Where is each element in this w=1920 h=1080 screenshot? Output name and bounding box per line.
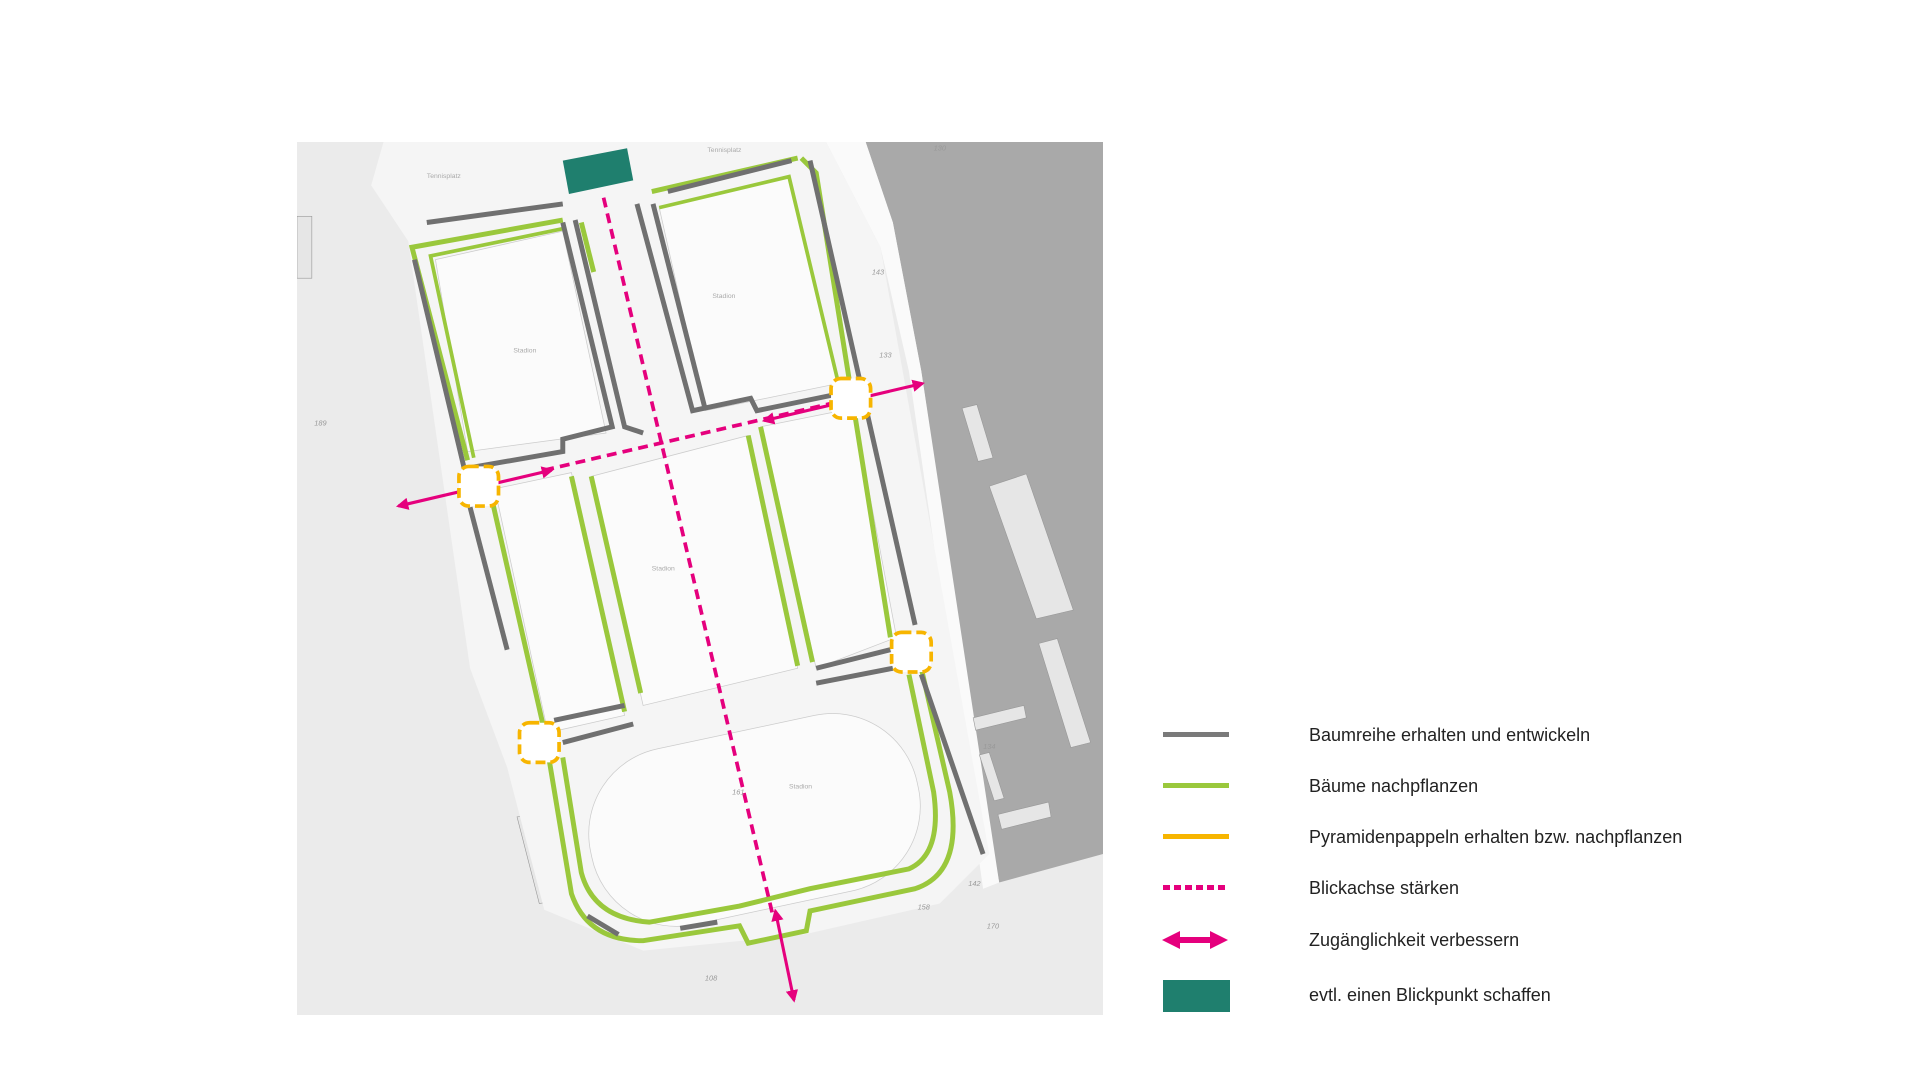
map-label-stadion: Stadion [789, 783, 812, 790]
parcel-number: 143 [872, 267, 885, 276]
teal-rectangle-icon [1163, 980, 1230, 1012]
focal-point-marker [562, 148, 634, 195]
legend-label: Bäume nachpflanzen [1309, 775, 1479, 796]
parcel-number: 108 [705, 973, 718, 982]
green-line-icon [1163, 783, 1229, 788]
green-field-lines [569, 221, 815, 713]
legend-item-tree-row: Baumreihe erhalten und entwickeln [1160, 720, 1590, 750]
map-label-tennis: Tennisplatz [707, 147, 742, 154]
legend-item-replant: Bäume nachpflanzen [1160, 771, 1478, 801]
parcel-number: 133 [879, 350, 892, 359]
legend-label: Pyramidenpappeln erhalten bzw. nachpflan… [1309, 826, 1683, 847]
access-arrow-south [771, 908, 798, 1003]
green-inner-top-right [658, 174, 841, 384]
parcel-number: 142 [968, 879, 981, 888]
poplar-markers [457, 376, 934, 765]
legend-label: Blickachse stärken [1309, 877, 1460, 898]
gray-line-icon [1163, 732, 1229, 737]
green-outline-top-left [408, 217, 564, 461]
legend-item-poplars: Pyramidenpappeln erhalten bzw. nachpflan… [1160, 822, 1682, 852]
parcel-number: 134 [983, 742, 995, 751]
green-inner-top-left [428, 226, 564, 459]
green-east-edge [799, 156, 893, 638]
dark-area [865, 142, 1103, 883]
legend-item-view-axis: Blickachse stärken [1160, 873, 1459, 903]
green-outer-track [489, 500, 956, 946]
map-label-stadion: Stadion [652, 565, 675, 572]
green-inner-track [560, 673, 938, 925]
parcel-number: 170 [987, 921, 1000, 930]
magenta-dashed-line-icon [1163, 885, 1229, 890]
parcel-number: 158 [918, 903, 931, 912]
yellow-line-icon [1163, 834, 1229, 839]
map-label-tennis: Tennisplatz [427, 173, 462, 180]
parcel-number: 130 [934, 144, 947, 153]
legend-label: Baumreihe erhalten und entwickeln [1309, 724, 1591, 745]
parcel-number: 161 [732, 788, 744, 797]
legend-label: evtl. einen Blickpunkt schaffen [1309, 984, 1551, 1005]
view-axis-north-south [601, 197, 775, 917]
legend-item-focal-point: evtl. einen Blickpunkt schaffen [1160, 978, 1551, 1012]
map-label-stadion: Stadion [712, 293, 735, 300]
sports-fields [435, 176, 921, 927]
map-label-stadion: Stadion [513, 348, 536, 355]
double-arrow-icon [1162, 931, 1228, 949]
legend-label: Zugänglichkeit verbessern [1309, 929, 1520, 950]
site-plan-map: Tennisplatz Tennisplatz Stadion Stadion … [297, 142, 1103, 1015]
parcel-number: 189 [314, 419, 326, 428]
legend-item-access: Zugänglichkeit verbessern [1160, 925, 1519, 955]
